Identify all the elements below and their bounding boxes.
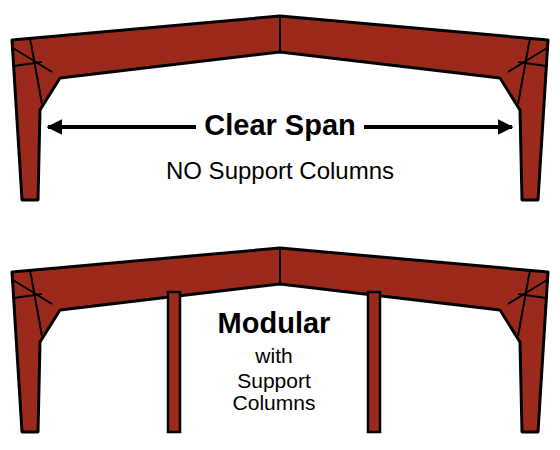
support-column [168,292,180,432]
caption-text: NO Support Columns [166,158,394,183]
type-label: Modular [218,308,331,338]
support-column [368,292,380,432]
clear-span-frame [12,16,548,200]
caption-text: Support Columns [224,370,324,414]
modular-frame [12,248,548,432]
span-label: Clear Span [196,110,364,140]
caption-text: with [255,345,292,367]
